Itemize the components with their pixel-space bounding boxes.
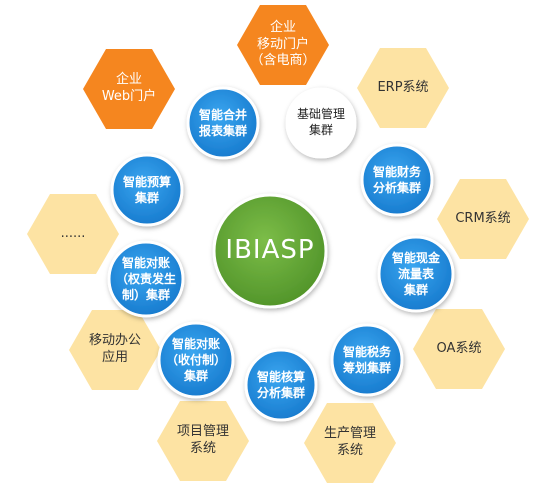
cluster-circle-finance-analysis <box>360 143 434 217</box>
cluster-circle-merged-report <box>186 86 260 160</box>
cluster-circle-cash-recon <box>157 321 235 399</box>
hex-project <box>157 401 249 481</box>
cluster-circle-accrual-recon <box>107 240 185 318</box>
hex-production <box>304 403 396 483</box>
cluster-circle-basic-mgmt <box>285 87 357 159</box>
cluster-circle-accounting-analysis <box>244 348 318 422</box>
hex-web-portal <box>83 49 175 129</box>
cluster-circle-cashflow <box>377 235 455 313</box>
hex-ellipsis <box>27 194 119 274</box>
hex-oa <box>413 309 505 389</box>
cluster-circle-budget <box>110 153 184 227</box>
cluster-circle-tax-planning <box>330 323 404 397</box>
hex-crm <box>437 179 529 259</box>
hex-mobile-portal <box>237 5 329 85</box>
hex-erp <box>357 48 449 128</box>
hex-mobile-office <box>69 310 161 390</box>
center-circle <box>212 193 328 309</box>
